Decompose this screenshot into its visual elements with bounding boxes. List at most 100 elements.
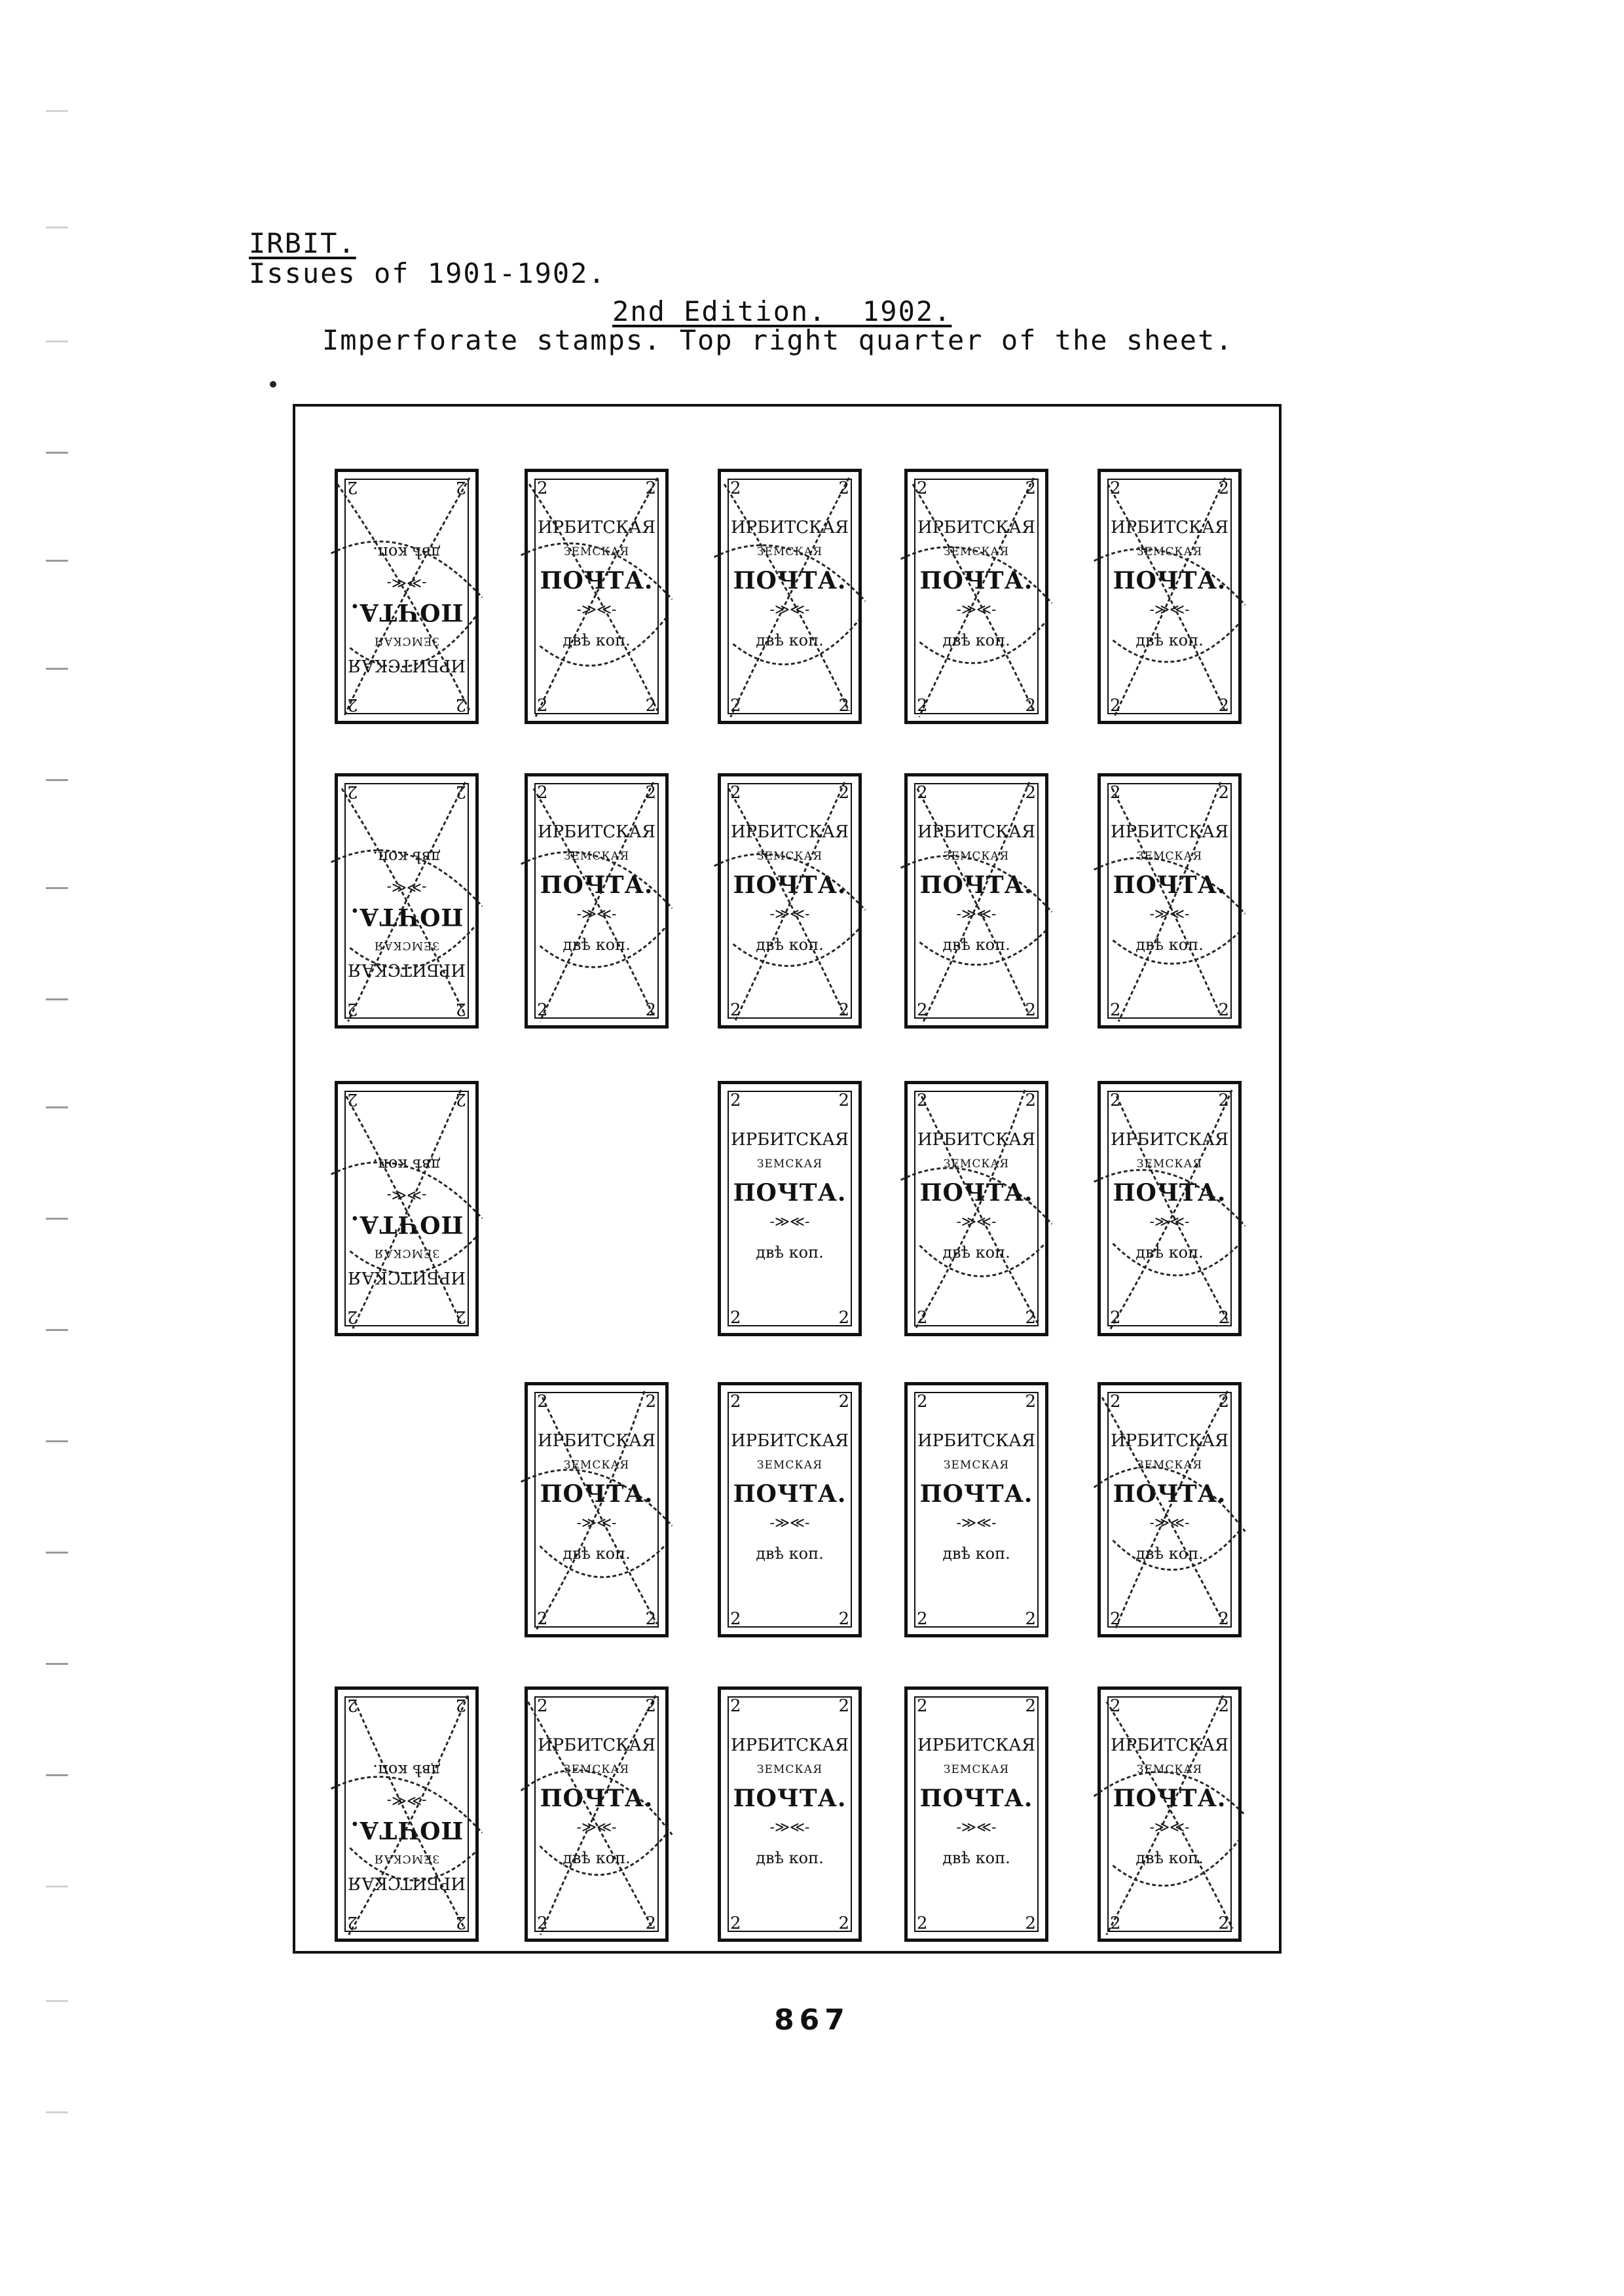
- stamp-text-pochta: ПОЧТА.: [919, 871, 1033, 899]
- stamp-text-value: двѣ коп.: [1135, 1544, 1204, 1563]
- stamp-ornament: -≫≪-: [576, 1819, 617, 1836]
- stamp-corner-value: 2: [537, 1914, 548, 1933]
- stamp-text-value: двѣ коп.: [756, 1243, 824, 1262]
- bullet-dot: [270, 381, 276, 388]
- margin-tick: [46, 2111, 68, 2113]
- stamp-text-value: двѣ коп.: [1135, 1243, 1204, 1262]
- stamp-text-zemskaya: ЗЕМСКАЯ: [943, 1157, 1010, 1171]
- stamp-corner-value: 2: [347, 477, 358, 497]
- stamp-corner-value: 2: [537, 1392, 548, 1412]
- stamp-corner-value: 2: [838, 1914, 849, 1933]
- heading-description: Imperforate stamps. Top right quarter of…: [322, 324, 1234, 356]
- stamp-corner-value: 2: [1110, 1696, 1121, 1716]
- stamp-ornament: -≫≪-: [956, 1515, 997, 1531]
- stamp-text-irbitskaya: ИРБИТСКАЯ: [1111, 822, 1228, 842]
- stamp-corner-value: 2: [838, 1000, 849, 1020]
- stamp-text-value: двѣ коп.: [942, 936, 1010, 954]
- stamp-text-zemskaya: ЗЕМСКАЯ: [373, 1247, 440, 1260]
- stamp-corner-value: 2: [537, 479, 548, 498]
- stamp-corner-value: 2: [455, 695, 466, 714]
- stamp-text-irbitskaya: ИРБИТСКАЯ: [348, 960, 466, 979]
- stamp-ornament: -≫≪-: [769, 602, 810, 618]
- stamp-ornament: -≫≪-: [769, 906, 810, 922]
- stamp-text-irbitskaya: ИРБИТСКАЯ: [731, 1130, 849, 1150]
- stamp-corner-value: 2: [1110, 479, 1121, 498]
- stamp-text-zemskaya: ЗЕМСКАЯ: [563, 850, 630, 863]
- stamp-text-pochta: ПОЧТА.: [1113, 1480, 1227, 1508]
- stamp-text-irbitskaya: ИРБИТСКАЯ: [1111, 1736, 1228, 1755]
- stamp-frame: [914, 1392, 1039, 1628]
- stamp-text-irbitskaya: ИРБИТСКАЯ: [1111, 518, 1228, 538]
- stamp-text-value: двѣ коп.: [373, 1156, 441, 1174]
- stamp-text-zemskaya: ЗЕМСКАЯ: [943, 850, 1010, 863]
- stamp-text-value: двѣ коп.: [373, 1761, 441, 1779]
- stamp-ornament: -≫≪-: [386, 1793, 427, 1809]
- stamp-corner-value: 2: [838, 1308, 849, 1328]
- stamp-text-zemskaya: ЗЕМСКАЯ: [563, 545, 630, 558]
- stamp-text-zemskaya: ЗЕМСКАЯ: [563, 1459, 630, 1472]
- stamp-frame: [728, 1696, 852, 1932]
- stamp-corner-value: 2: [537, 1696, 548, 1716]
- margin-tick: [46, 227, 68, 228]
- stamp-text-zemskaya: ЗЕМСКАЯ: [943, 1459, 1010, 1472]
- stamp-corner-value: 2: [1110, 1914, 1121, 1933]
- margin-tick: [46, 1106, 68, 1108]
- stamp-corner-value: 2: [917, 1609, 928, 1629]
- stamp-text-zemskaya: ЗЕМСКАЯ: [756, 1763, 823, 1776]
- stamp-corner-value: 2: [838, 1091, 849, 1110]
- stamp-text-pochta: ПОЧТА.: [919, 567, 1033, 594]
- stamp-ornament: -≫≪-: [386, 575, 427, 591]
- stamp-corner-value: 2: [838, 1696, 849, 1716]
- stamp-corner-value: 2: [455, 1695, 466, 1715]
- stamp-ornament: -≫≪-: [1149, 1819, 1190, 1836]
- stamp-text-irbitskaya: ИРБИТСКАЯ: [538, 1736, 655, 1755]
- stamp-corner-value: 2: [455, 477, 466, 497]
- stamp-text-irbitskaya: ИРБИТСКАЯ: [731, 1431, 849, 1451]
- stamp-text-irbitskaya: ИРБИТСКАЯ: [348, 1873, 466, 1893]
- stamp-text-zemskaya: ЗЕМСКАЯ: [756, 850, 823, 863]
- stamp-text-irbitskaya: ИРБИТСКАЯ: [731, 822, 849, 842]
- stamp-corner-value: 2: [347, 695, 358, 714]
- stamp-corner-value: 2: [645, 1392, 656, 1412]
- stamp-corner-value: 2: [917, 1914, 928, 1933]
- margin-tick: [46, 668, 68, 670]
- stamp-corner-value: 2: [347, 1912, 358, 1932]
- stamp-text-pochta: ПОЧТА.: [540, 567, 654, 594]
- stamp-corner-value: 2: [1218, 1914, 1229, 1933]
- stamp-corner-value: 2: [917, 696, 928, 716]
- stamp-text-irbitskaya: ИРБИТСКАЯ: [348, 655, 466, 675]
- stamp-corner-value: 2: [645, 1914, 656, 1933]
- stamp-frame: [728, 1392, 852, 1628]
- stamp-text-zemskaya: ЗЕМСКАЯ: [1136, 850, 1203, 863]
- stamp-text-irbitskaya: ИРБИТСКАЯ: [731, 518, 849, 538]
- stamp-text-zemskaya: ЗЕМСКАЯ: [756, 1157, 823, 1171]
- stamp-frame: [728, 1091, 852, 1326]
- margin-tick: [46, 110, 68, 112]
- stamp-corner-value: 2: [917, 479, 928, 498]
- stamp-corner-value: 2: [1218, 1696, 1229, 1716]
- stamp-text-zemskaya: ЗЕМСКАЯ: [1136, 545, 1203, 558]
- stamp-text-value: двѣ коп.: [563, 936, 631, 954]
- stamp-text-irbitskaya: ИРБИТСКАЯ: [731, 1736, 849, 1755]
- stamp-ornament: -≫≪-: [1149, 906, 1190, 922]
- stamp-corner-value: 2: [537, 1000, 548, 1020]
- stamp-text-pochta: ПОЧТА.: [350, 903, 464, 930]
- stamp-corner-value: 2: [347, 782, 358, 801]
- stamp-corner-value: 2: [1025, 1000, 1036, 1020]
- margin-tick: [46, 2000, 68, 2002]
- margin-tick: [46, 560, 68, 562]
- stamp-corner-value: 2: [537, 1609, 548, 1629]
- stamp-text-irbitskaya: ИРБИТСКАЯ: [917, 822, 1035, 842]
- stamp-text-irbitskaya: ИРБИТСКАЯ: [1111, 1130, 1228, 1150]
- stamp-corner-value: 2: [455, 782, 466, 801]
- margin-tick: [46, 779, 68, 781]
- stamp-text-value: двѣ коп.: [942, 1243, 1010, 1262]
- stamp-text-value: двѣ коп.: [756, 936, 824, 954]
